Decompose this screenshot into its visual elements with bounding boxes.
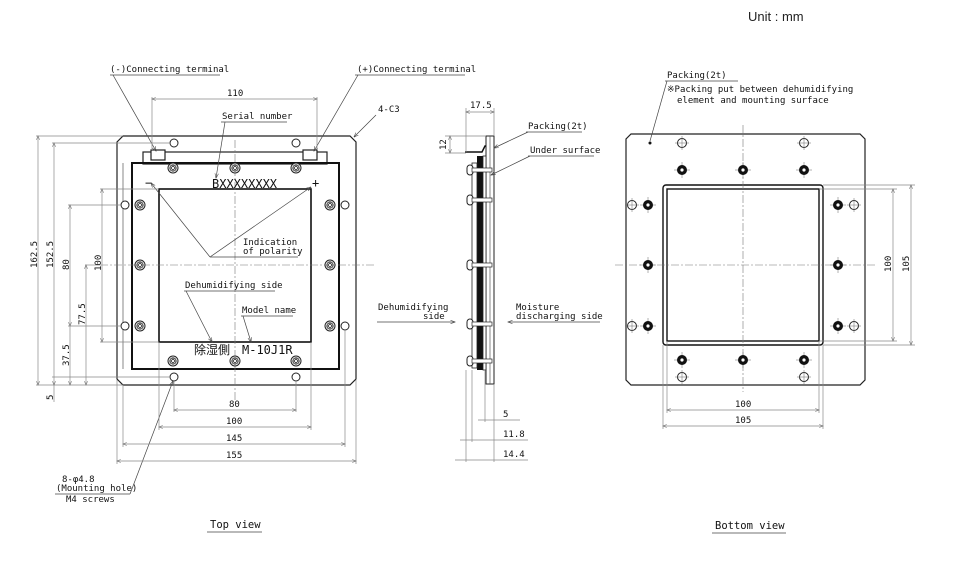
top-view: (-)Connecting terminal (+)Connecting ter… [30, 65, 476, 533]
pos-terminal-label: (+)Connecting terminal [357, 65, 476, 75]
dim-162-5: 162.5 [30, 241, 40, 268]
moisture-side-label-line1: Moisture [516, 303, 559, 313]
minus-sign: − [145, 176, 152, 190]
bottom-plate-outline [625, 133, 866, 386]
dehumidifying-side-label-line2: side [423, 312, 445, 322]
dim-5-vertical: 5 [46, 395, 56, 400]
polarity-label-line2: of polarity [243, 247, 303, 257]
mounting-hole-label-line1: 8-φ4.8 [62, 475, 95, 485]
mounting-hole-icon [120, 138, 350, 382]
dim-100-vertical: 100 [94, 255, 104, 271]
dim-12: 12 [439, 139, 449, 150]
dim-80-horizontal: 80 [229, 400, 240, 410]
dim-105-right: 105 [902, 256, 912, 272]
dim-77-5: 77.5 [78, 303, 88, 325]
bolt-icon [466, 164, 493, 367]
dim-80-vertical: 80 [62, 259, 72, 270]
dim-105-bottom: 105 [735, 416, 751, 426]
plus-sign: + [312, 176, 319, 190]
packing-note-line1: ※Packing put between dehumidifying [667, 85, 853, 95]
dim-100-right: 100 [884, 256, 894, 272]
mounting-hole-label-line2: (Mounting hole) [56, 484, 137, 494]
dim-17-5: 17.5 [470, 101, 492, 111]
bottom-packing-label: Packing(2t) [667, 71, 727, 81]
bottom-view-caption: Bottom view [715, 520, 785, 532]
model-name-label: Model name [242, 306, 296, 316]
dim-100-horizontal: 100 [226, 417, 242, 427]
under-surface-label: Under surface [530, 146, 600, 156]
dim-100-bottom: 100 [735, 400, 751, 410]
bottom-view: Packing(2t) ※Packing put between dehumid… [615, 71, 915, 534]
neg-terminal [150, 149, 166, 161]
dehumidifying-side-label: Dehumidifying side [185, 281, 283, 291]
dim-145: 145 [226, 434, 242, 444]
dim-110: 110 [227, 89, 243, 99]
dim-5-side: 5 [503, 410, 508, 420]
neg-terminal-label: (-)Connecting terminal [110, 65, 229, 75]
top-view-caption: Top view [210, 519, 261, 531]
model-name-value: M-10J1R [242, 343, 293, 357]
polarity-label-line1: Indication [243, 238, 297, 248]
dim-152-5: 152.5 [46, 241, 56, 268]
dehumidifying-side-label-line1: Dehumidifying [378, 303, 448, 313]
side-view: 17.5 12 Packing(2t) Under surface Dehumi… [377, 101, 603, 462]
side-packing-label: Packing(2t) [528, 122, 588, 132]
unit-label: Unit : mm [748, 9, 804, 24]
chamfer-label: 4-C3 [378, 105, 400, 115]
serial-number-label: Serial number [222, 112, 293, 122]
moisture-side-label-line2: discharging side [516, 312, 603, 322]
dim-155: 155 [226, 451, 242, 461]
serial-number-value: BXXXXXXXX [212, 177, 278, 191]
mounting-hole-label-line3: M4 screws [66, 495, 115, 505]
side-mark-jp: 除湿側 [194, 342, 230, 357]
dim-11-8: 11.8 [503, 430, 525, 440]
dim-37-5: 37.5 [62, 344, 72, 366]
pos-terminal [302, 149, 318, 161]
packing-note-line2: element and mounting surface [677, 96, 829, 106]
dim-14-4: 14.4 [503, 450, 525, 460]
top-plate-outline [116, 135, 357, 386]
